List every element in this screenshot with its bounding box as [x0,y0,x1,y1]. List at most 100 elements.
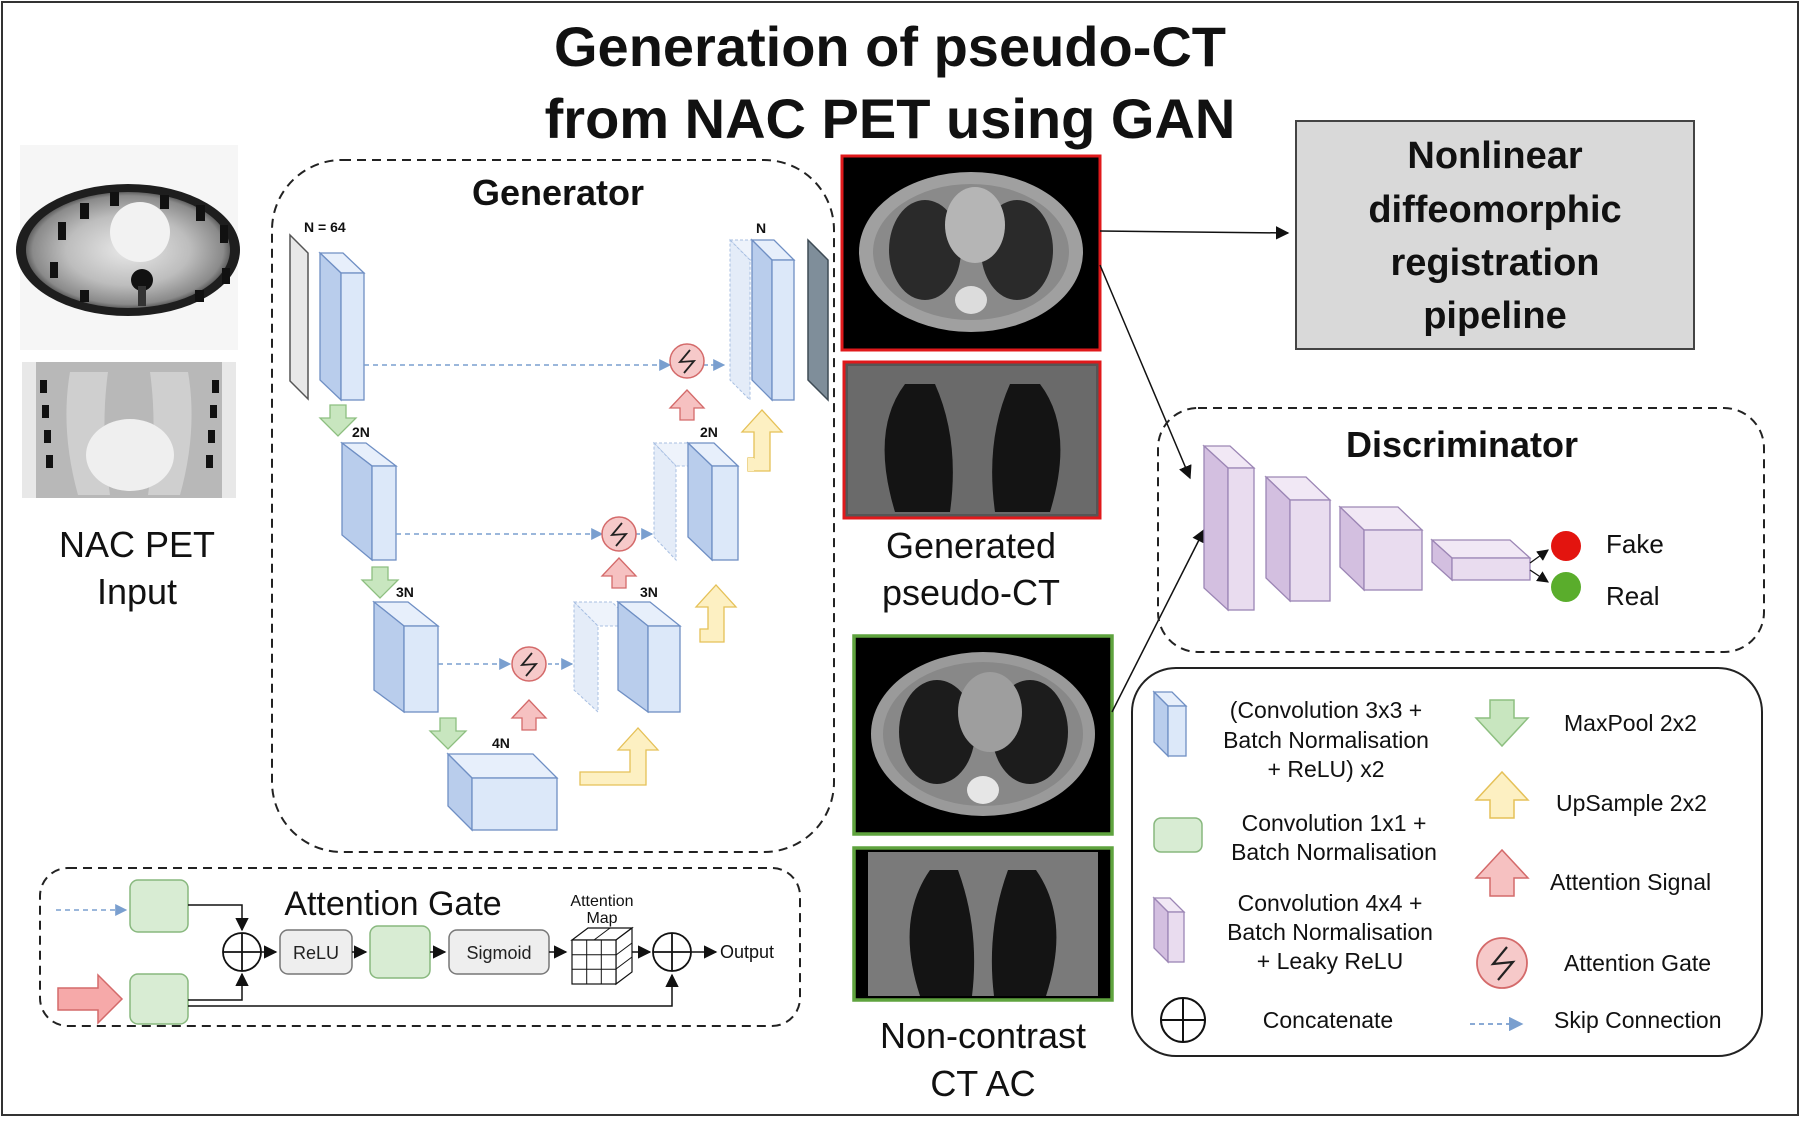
fake-indicator [1551,531,1581,561]
legend-conv4-line3: + Leaky ReLU [1257,948,1403,974]
maxpool-arrow-2 [360,566,400,599]
legend-conv1-icon [1153,817,1203,853]
label-2n-left: 2N [352,424,370,440]
legend-conv1-line2: Batch Normalisation [1231,839,1437,865]
attention-gate-panel [39,867,801,1027]
generator-output-slab [807,238,829,402]
generated-ct-coronal-image [842,360,1102,520]
legend-conv4-line1: Convolution 4x4 + [1238,890,1423,916]
arrow-generated-to-discriminator [1099,264,1192,480]
upsample-arrow-2 [694,584,738,643]
ag-line-bottom [188,972,249,1001]
legend-attn-gate-icon [1476,937,1528,989]
legend-attn-signal-icon [1474,848,1530,897]
ground-truth-ct-coronal-image [852,846,1114,1002]
title-line1: Generation of pseudo-CT [554,15,1226,78]
ag-gating-signal-arrow [57,973,124,1025]
legend-conv4-icon [1152,896,1186,964]
ag-sigmoid-label: Sigmoid [466,943,531,963]
nac-pet-axial-image [16,145,240,350]
input-label-line2: Input [97,571,177,612]
bottleneck-block [446,752,559,832]
real-indicator [1551,572,1581,602]
discriminator-block-2 [1264,475,1332,603]
decoder-block-1 [728,238,796,402]
ag-conv1x1-bottom [129,973,189,1025]
legend-upsample-icon [1474,770,1530,819]
maxpool-arrow-1 [318,404,358,437]
ag-conv1x1-top [129,879,189,933]
generated-ct-axial-image [840,154,1102,352]
ground-truth-ct-axial-image [852,634,1114,836]
legend-conv3-line1: (Convolution 3x3 + [1230,697,1422,723]
maxpool-arrow-3 [428,717,468,750]
attention-gate-title: Attention Gate [284,885,501,923]
attention-signal-arrow-3 [510,699,548,731]
discriminator-block-4 [1430,538,1532,582]
registration-line4: pipeline [1423,295,1567,337]
decoder-block-2 [652,441,740,562]
label-2n-right: 2N [700,424,718,440]
ground-truth-label-line1: Non-contrast [880,1015,1086,1056]
ag-map-label-line2: Map [586,910,617,927]
generator-title: Generator [472,172,644,213]
legend-conv3-icon [1152,690,1188,758]
discriminator-title: Discriminator [1346,424,1578,465]
ag-attention-map-cube [570,926,634,986]
ground-truth-label-line2: CT AC [930,1063,1035,1104]
upsample-arrow-3 [579,727,660,786]
discriminator-box [1157,407,1765,653]
ag-multiply-node [652,932,692,972]
legend-conv3-line2: Batch Normalisation [1223,727,1429,753]
encoder-block-1 [318,251,366,402]
decoder-block-3 [572,600,682,714]
attention-gate-node-3 [511,646,547,682]
label-n64: N = 64 [304,219,346,235]
legend-maxpool-label: MaxPool 2x2 [1564,710,1697,736]
upsample-arrow-1 [740,409,784,472]
ag-line-top [188,904,249,932]
discriminator-block-1 [1202,444,1256,612]
ag-output-label: Output [720,942,774,962]
legend-skip-label: Skip Connection [1554,1007,1722,1033]
disc-arrow-real [1529,569,1549,583]
label-4n: 4N [492,735,510,751]
label-3n-left: 3N [396,584,414,600]
registration-line1: Nonlinear [1407,135,1582,177]
generator-box [271,159,835,853]
generated-label-line2: pseudo-CT [882,572,1060,613]
legend-conv4-line2: Batch Normalisation [1227,919,1433,945]
legend-box [1131,667,1763,1057]
discriminator-block-3 [1338,505,1424,592]
attention-signal-arrow-1 [668,389,706,421]
real-label: Real [1606,581,1659,611]
encoder-block-3 [372,600,440,714]
ag-conv1x1-middle [369,925,431,979]
arrow-to-registration [1099,226,1290,240]
fake-label: Fake [1606,529,1664,559]
legend-concat-icon [1160,997,1206,1043]
ag-relu-label: ReLU [293,943,339,963]
label-3n-right: 3N [640,584,658,600]
disc-arrow-fake [1529,549,1549,564]
attention-signal-arrow-2 [600,557,638,589]
registration-box [1295,120,1695,350]
input-label-line1: NAC PET [59,524,215,565]
ag-add-node [222,932,262,972]
legend-attn-gate-label: Attention Gate [1564,950,1711,976]
generator-input-slab [289,233,309,401]
registration-line3: registration [1390,242,1599,284]
title-line2: from NAC PET using GAN [545,87,1236,150]
legend-maxpool-icon [1474,699,1530,748]
ag-map-label-line1: Attention [570,893,633,910]
registration-line2: diffeomorphic [1368,189,1621,231]
encoder-block-2 [340,441,398,562]
legend-conv3-line3: + ReLU) x2 [1268,756,1385,782]
attention-gate-node-1 [669,343,705,379]
legend-conv1-line1: Convolution 1x1 + [1242,810,1427,836]
legend-attn-signal-label: Attention Signal [1550,869,1711,895]
generated-label-line1: Generated [886,525,1056,566]
legend-upsample-label: UpSample 2x2 [1556,790,1707,816]
